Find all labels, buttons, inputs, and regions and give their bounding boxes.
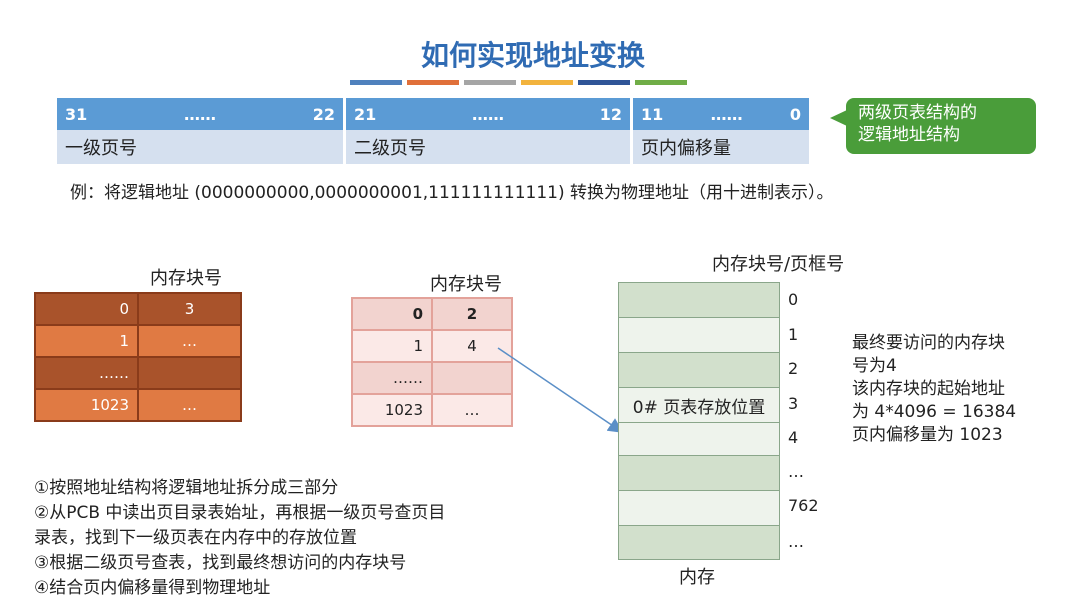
bit-high: 31: [65, 104, 88, 124]
arrow-line: [497, 347, 624, 433]
step-line: ④结合页内偏移量得到物理地址: [34, 578, 271, 598]
row-value: …: [137, 324, 242, 358]
row-value: [431, 361, 513, 395]
table2-header: 内存块号: [430, 274, 502, 295]
underline-stripe: [578, 80, 630, 85]
segment-1-bits: 31 …… 22: [57, 98, 343, 130]
row-value: [137, 356, 242, 390]
underline-stripe: [350, 80, 402, 85]
note-line: 页内偏移量为 1023: [852, 425, 1003, 445]
row-index: ……: [34, 356, 139, 390]
table-row: ……: [351, 361, 513, 395]
steps-list: ①按照地址结构将逻辑地址拆分成三部分 ②从PCB 中读出页目录表始址，再根据一级…: [34, 476, 445, 601]
memory-block: [618, 455, 780, 490]
row-value: …: [431, 393, 513, 427]
row-index: ……: [351, 361, 433, 395]
callout-line: 逻辑地址结构: [858, 125, 960, 145]
table-row: 1023 …: [34, 388, 242, 422]
segment-2-label: 二级页号: [346, 130, 630, 164]
page-title: 如何实现地址变换: [420, 39, 645, 72]
bit-low: 12: [599, 104, 622, 124]
note-line: 为 4*4096 = 16384: [852, 402, 1017, 422]
memory-header: 内存块号/页框号: [712, 254, 845, 275]
bit-low: 22: [312, 104, 335, 124]
table-row: 0 2: [351, 297, 513, 331]
note-line: 最终要访问的内存块: [852, 333, 1005, 353]
example-text: 例：将逻辑地址 (0000000000,0000000001,111111111…: [70, 183, 834, 203]
memory-blocks: 0# 页表存放位置: [618, 282, 780, 560]
bit-low: 0: [789, 104, 801, 124]
row-index: 0: [34, 292, 139, 326]
memory-footer: 内存: [679, 567, 715, 588]
memory-index: 4: [788, 428, 799, 447]
memory-index: …: [788, 462, 804, 481]
memory-index: 0: [788, 290, 799, 309]
memory-block: [618, 422, 780, 455]
step-line: 录表，找到下一级页表在内存中的存放位置: [34, 528, 357, 548]
bit-dots: ……: [184, 104, 216, 124]
row-index: 1023: [34, 388, 139, 422]
title-underline: [350, 80, 687, 85]
bit-high: 11: [641, 104, 664, 124]
bit-high: 21: [354, 104, 377, 124]
callout-line: 两级页表结构的: [858, 103, 977, 123]
memory-block: [618, 352, 780, 387]
row-value: 2: [431, 297, 513, 331]
underline-stripe: [464, 80, 516, 85]
row-value: 4: [431, 329, 513, 363]
table-row: 1 4: [351, 329, 513, 363]
underline-stripe: [635, 80, 687, 85]
memory-index: 2: [788, 359, 799, 378]
step-line: ②从PCB 中读出页目录表始址，再根据一级页号查页目: [34, 503, 446, 523]
memory-index: 762: [788, 496, 819, 515]
table-row: 1 …: [34, 324, 242, 358]
table-row: ……: [34, 356, 242, 390]
result-note: 最终要访问的内存块 号为4 该内存块的起始地址 为 4*4096 = 16384…: [852, 332, 1016, 447]
bit-dots: ……: [710, 104, 743, 124]
memory-index: 1: [788, 325, 799, 344]
memory-block: [618, 525, 780, 560]
note-line: 该内存块的起始地址: [852, 379, 1005, 399]
memory-block: [618, 282, 780, 317]
segment-3-bits: 11 …… 0: [633, 98, 809, 130]
row-index: 1: [351, 329, 433, 363]
underline-stripe: [407, 80, 459, 85]
step-line: ③根据二级页号查表，找到最终想访问的内存块号: [34, 553, 407, 573]
row-index: 1023: [351, 393, 433, 427]
row-value: 3: [137, 292, 242, 326]
segment-2-bits: 21 …… 12: [346, 98, 630, 130]
table-row: 1023 …: [351, 393, 513, 427]
bit-dots: ……: [472, 104, 504, 124]
row-value: …: [137, 388, 242, 422]
segment-1-label: 一级页号: [57, 130, 343, 164]
row-index: 0: [351, 297, 433, 331]
table-row: 0 3: [34, 292, 242, 326]
memory-block-page-table: 0# 页表存放位置: [618, 387, 780, 422]
callout-pointer: [830, 110, 847, 126]
memory-index: …: [788, 532, 804, 551]
memory-block: [618, 317, 780, 352]
row-index: 1: [34, 324, 139, 358]
callout-box: 两级页表结构的 逻辑地址结构: [846, 98, 1036, 154]
memory-index: 3: [788, 394, 799, 413]
page-table: 0 2 1 4 …… 1023 …: [351, 297, 513, 427]
step-line: ①按照地址结构将逻辑地址拆分成三部分: [34, 478, 339, 498]
segment-3-label: 页内偏移量: [633, 130, 809, 164]
table1-header: 内存块号: [150, 268, 222, 289]
page-directory-table: 0 3 1 … …… 1023 …: [34, 292, 242, 422]
memory-block: [618, 490, 780, 525]
underline-stripe: [521, 80, 573, 85]
note-line: 号为4: [852, 356, 897, 376]
